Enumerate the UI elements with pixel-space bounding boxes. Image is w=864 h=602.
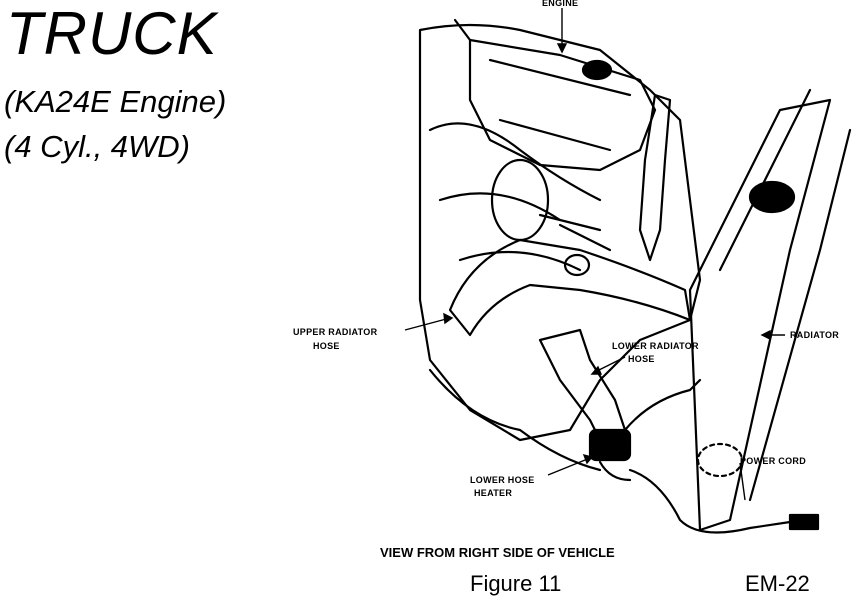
- label-lower-heater-line2: HEATER: [474, 488, 513, 498]
- valve-cover: [468, 38, 657, 172]
- label-lower-hose-line1: LOWER RADIATOR: [612, 341, 699, 351]
- label-power-cord: POWER CORD: [740, 456, 806, 466]
- figure-number: Figure 11: [470, 571, 562, 596]
- power-cord: [628, 468, 792, 534]
- engine-bracket: [638, 93, 672, 262]
- page-number: EM-22: [745, 571, 810, 596]
- engine-subtitle: (KA24E Engine): [4, 84, 227, 119]
- view-caption: VIEW FROM RIGHT SIDE OF VEHICLE: [380, 545, 615, 560]
- label-lower-heater-line1: LOWER HOSE: [470, 475, 535, 485]
- lower-hose-heater: [588, 428, 632, 462]
- label-upper-hose-line2: HOSE: [313, 341, 340, 351]
- engine-block: [418, 23, 702, 442]
- label-upper-hose-line1: UPPER RADIATOR: [293, 327, 378, 337]
- label-radiator: RADIATOR: [790, 330, 840, 340]
- radiator-cap: [748, 180, 796, 214]
- upper-radiator-hose: [448, 238, 692, 337]
- power-cord-plug: [788, 513, 820, 531]
- label-engine: ENGINE: [542, 0, 579, 8]
- label-lower-hose-line2: HOSE: [628, 354, 655, 364]
- oil-filler-cap: [581, 59, 613, 81]
- config-subtitle: (4 Cyl., 4WD): [4, 129, 190, 164]
- page-title: TRUCK: [6, 0, 218, 67]
